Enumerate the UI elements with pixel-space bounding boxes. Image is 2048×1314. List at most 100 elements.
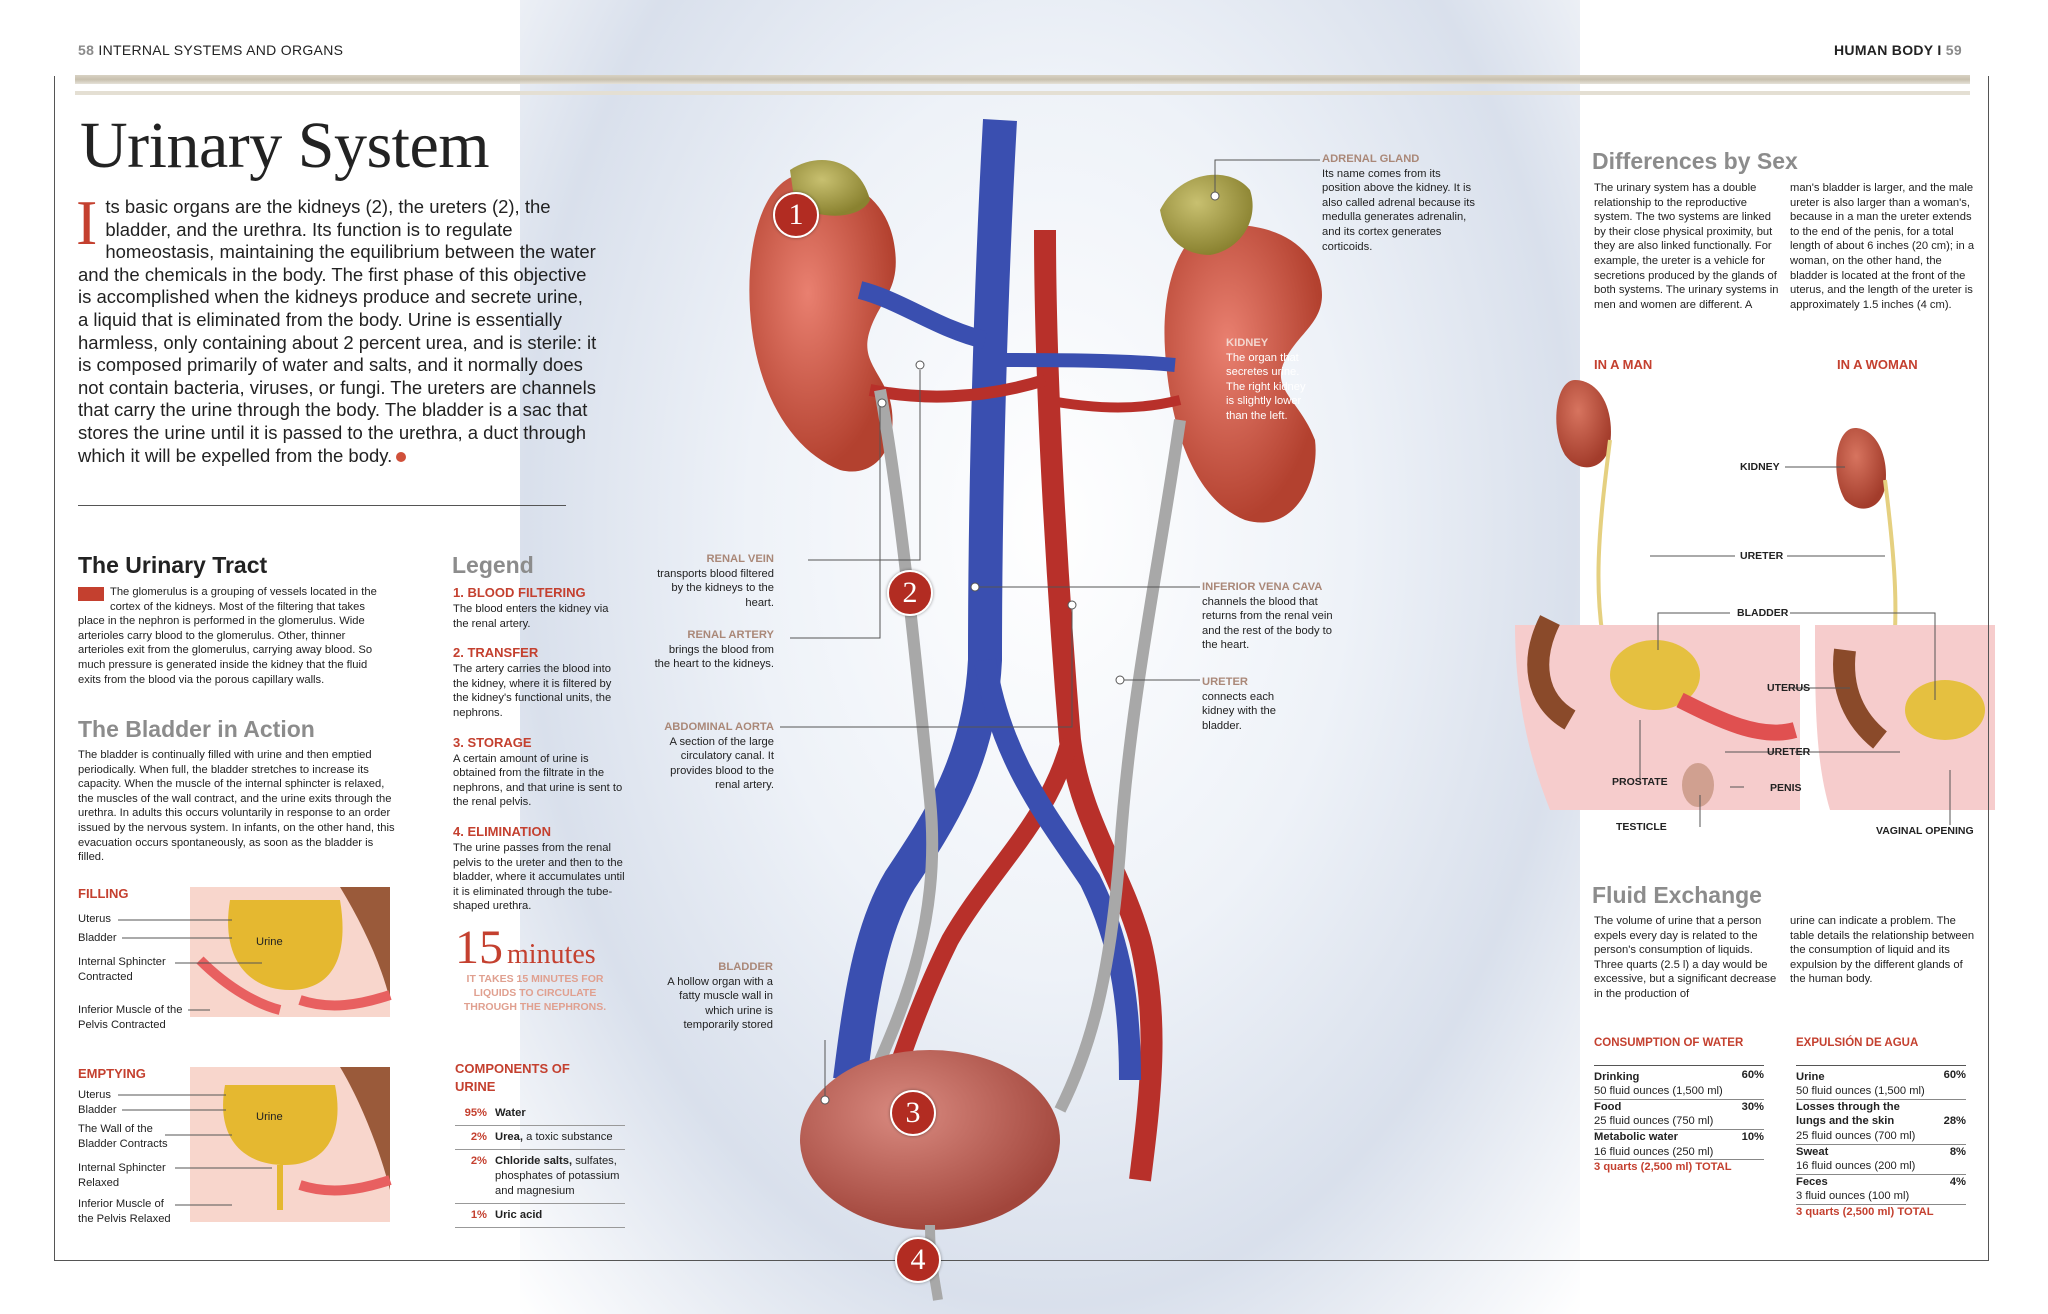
filling-urine-label: Urine: [256, 936, 283, 948]
sex-differences-col2: man's bladder is larger, and the male ur…: [1790, 182, 1975, 311]
table-row: 16 fluid ounces (200 ml): [1796, 1159, 1966, 1175]
renal-artery-text: brings the blood from the heart to the k…: [654, 643, 774, 671]
consumption-vol: 25 fluid ounces (750 ml): [1594, 1114, 1764, 1130]
expulsion-pct: 4%: [1949, 1175, 1966, 1188]
adrenal-title: ADRENAL GLAND: [1322, 153, 1420, 165]
left-page-header: 58 INTERNAL SYSTEMS AND ORGANS: [78, 42, 343, 58]
table-row: 2% Chloride salts, sulfates, phosphates …: [455, 1149, 625, 1204]
expulsion-pct: 28%: [1943, 1115, 1966, 1128]
aorta-title: ABDOMINAL AORTA: [664, 721, 774, 733]
end-dot-icon: [396, 451, 407, 462]
expulsion-vol: 25 fluid ounces (700 ml): [1796, 1128, 1966, 1145]
table-row: Feces 4%: [1796, 1174, 1966, 1189]
component-name: Water: [495, 1107, 526, 1119]
minutes-callout: 15 minutes: [455, 920, 596, 975]
filling-label-uterus: Uterus: [78, 913, 111, 925]
sex-label-ureter-2: URETER: [1767, 746, 1811, 758]
table-row: 3 quarts (2,500 ml) TOTAL: [1796, 1204, 1966, 1219]
expulsion-name: Feces: [1796, 1175, 1828, 1188]
emptying-diagram: [190, 1067, 392, 1222]
minutes-unit: minutes: [507, 939, 596, 970]
header-rule: [75, 75, 1970, 84]
table-row: 50 fluid ounces (1,500 ml): [1594, 1084, 1764, 1100]
urinary-tract-heading: The Urinary Tract: [78, 552, 268, 578]
left-page-title: INTERNAL SYSTEMS AND ORGANS: [98, 42, 344, 58]
legend-item-4-text: The urine passes from the renal pelvis t…: [453, 841, 625, 913]
expulsion-vol: 16 fluid ounces (200 ml): [1796, 1159, 1966, 1175]
emptying-label-pelvis: Inferior Muscle of the Pelvis Relaxed: [78, 1198, 171, 1225]
expulsion-total: 3 quarts (2,500 ml) TOTAL: [1796, 1205, 1934, 1218]
table-row: 50 fluid ounces (1,500 ml): [1796, 1084, 1966, 1100]
intro-rule: [78, 505, 566, 506]
bladder-title: BLADDER: [718, 961, 773, 973]
legend-item-4-title: 4. ELIMINATION: [453, 823, 551, 839]
vena-cava-text: channels the blood that returns from the…: [1202, 595, 1333, 652]
sex-differences-heading: Differences by Sex: [1592, 148, 1798, 174]
bladder-illustration: [800, 1050, 1060, 1230]
table-row: CONSUMPTION OF WATER: [1594, 1036, 1764, 1066]
fluid-col1: The volume of urine that a person expels…: [1594, 915, 1777, 1000]
component-name: Urea,: [495, 1131, 523, 1143]
consumption-pct: 60%: [1741, 1068, 1764, 1081]
components-table: 95% Water 2% Urea, a toxic substance 2% …: [455, 1102, 625, 1228]
filling-label-bladder: Bladder: [78, 932, 117, 944]
kidney-text: The organ that secretes urine. The right…: [1226, 351, 1306, 422]
expulsion-vol: 50 fluid ounces (1,500 ml): [1796, 1084, 1966, 1100]
consumption-heading: CONSUMPTION OF WATER: [1594, 1036, 1764, 1066]
legend-item-2-text: The artery carries the blood into the ki…: [453, 663, 612, 719]
legend-item-2-title: 2. TRANSFER: [453, 645, 539, 661]
legend-list: 1. BLOOD FILTERING The blood enters the …: [453, 575, 625, 914]
table-row: 25 fluid ounces (700 ml): [1796, 1128, 1966, 1145]
kidney-title: KIDNEY: [1226, 337, 1269, 349]
urinary-tract-text: The glomerulus is a grouping of vessels …: [78, 585, 390, 687]
consumption-name: Metabolic water: [1594, 1130, 1678, 1143]
bladder-text: A hollow organ with a fatty muscle wall …: [667, 975, 773, 1032]
bladder-label: BLADDER A hollow organ with a fatty musc…: [665, 960, 773, 1033]
in-a-man-heading: IN A MAN: [1594, 357, 1653, 372]
component-pct: 2%: [455, 1149, 493, 1204]
emptying-label-bladder: Bladder: [78, 1104, 117, 1116]
emptying-label-uterus: Uterus: [78, 1089, 111, 1101]
table-row: 2% Urea, a toxic substance: [455, 1125, 625, 1150]
legend-item-1-title: 1. BLOOD FILTERING: [453, 585, 586, 600]
sex-label-kidney: KIDNEY: [1740, 461, 1780, 473]
male-system-diagram: [1515, 380, 1800, 810]
fluid-col2: urine can indicate a problem. The table …: [1790, 915, 1975, 986]
renal-artery-label: RENAL ARTERY brings the blood from the h…: [654, 628, 774, 672]
component-name: Uric acid: [495, 1209, 543, 1221]
sex-label-ureter: URETER: [1740, 550, 1784, 562]
sex-label-prostate: PROSTATE: [1612, 776, 1668, 788]
aorta-label: ABDOMINAL AORTA A section of the large c…: [654, 720, 774, 793]
renal-vein-text: transports blood filtered by the kidneys…: [657, 567, 774, 609]
urinary-tract-body: The glomerulus is a grouping of vessels …: [78, 586, 377, 686]
fluid-exchange-heading: Fluid Exchange: [1592, 882, 1762, 908]
filling-diagram: [190, 887, 392, 1017]
bladder-action-text: The bladder is continually filled with u…: [78, 749, 395, 864]
kidney-label: KIDNEY The organ that secretes urine. Th…: [1226, 336, 1316, 424]
ureter-title: URETER: [1202, 676, 1248, 688]
minutes-note: IT TAKES 15 MINUTES FOR LIQUIDS TO CIRCU…: [463, 973, 607, 1013]
expulsion-vol: 3 fluid ounces (100 ml): [1796, 1189, 1966, 1205]
component-pct: 95%: [455, 1102, 493, 1126]
filling-label-pelvis: Inferior Muscle of the Pelvis Contracted: [78, 1004, 183, 1031]
expulsion-name: Losses through the lungs and the skin: [1796, 1100, 1900, 1128]
page-title: Urinary System: [80, 109, 490, 182]
table-row: 16 fluid ounces (250 ml): [1594, 1144, 1764, 1161]
left-page-number: 58: [78, 42, 95, 58]
table-row: EXPULSIÓN DE AGUA: [1796, 1036, 1966, 1066]
sex-label-vaginal-opening: VAGINAL OPENING: [1876, 825, 1974, 837]
consumption-vol: 50 fluid ounces (1,500 ml): [1594, 1084, 1764, 1100]
sex-differences-col1: The urinary system has a double relation…: [1594, 182, 1779, 311]
emptying-label-wall: The Wall of the Bladder Contracts: [78, 1123, 168, 1150]
table-row: 95% Water: [455, 1102, 625, 1126]
consumption-name: Food: [1594, 1100, 1622, 1113]
table-row: Losses through the lungs and the skin 28%: [1796, 1099, 1966, 1129]
sex-label-penis: PENIS: [1770, 782, 1802, 794]
